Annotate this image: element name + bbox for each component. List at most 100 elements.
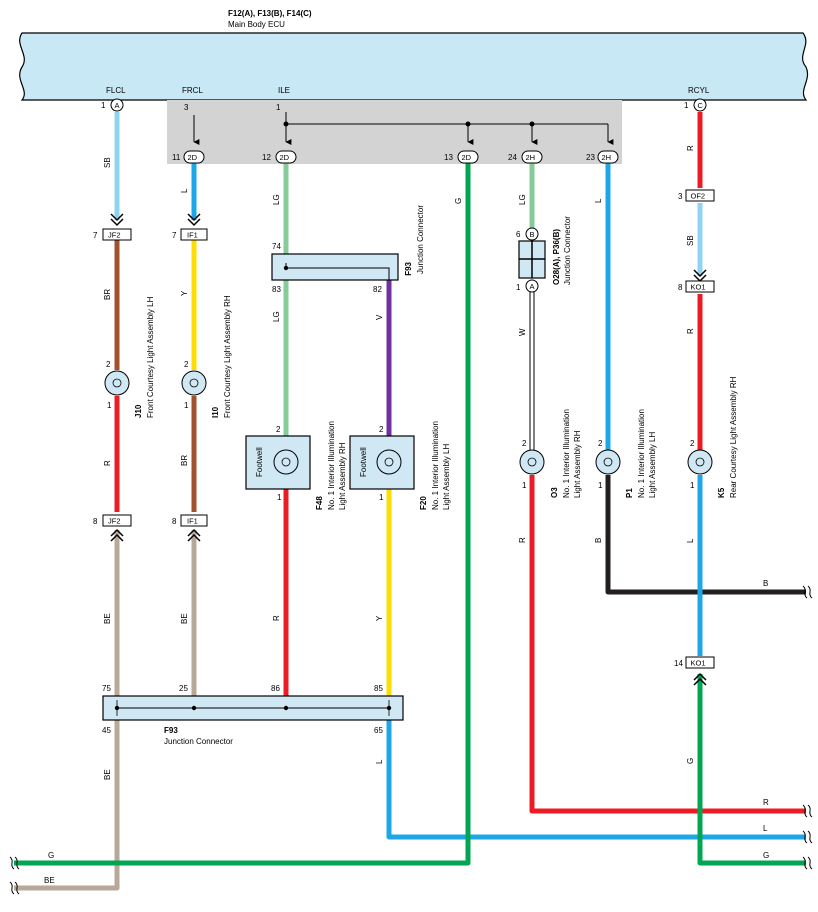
gray-pin-num-0: 11 — [172, 153, 181, 162]
lbl-y-2: Y — [375, 615, 384, 621]
junction-top-link — [285, 263, 390, 280]
jmid-conn-top: B — [530, 230, 535, 239]
junction-top-pin-left: 74 — [272, 242, 281, 251]
lamp-f48-pin-top: 2 — [276, 425, 281, 434]
lamp-f20-line1: No. 1 Interior Illumination — [431, 421, 440, 510]
gray-pin-num-3: 24 — [508, 153, 517, 162]
lamp-j10-pin-top: 2 — [106, 360, 111, 369]
conn-box-of2 — [685, 189, 715, 202]
lbl-y-1: Y — [180, 290, 189, 296]
gray-pill-2 — [457, 150, 479, 164]
conn-box-jf2-bottom — [102, 514, 132, 527]
lbl-sb-1: SB — [103, 157, 112, 168]
edge-labels: B R L G G BE — [44, 579, 769, 885]
lamp-f20-box-label: Footwell — [359, 447, 368, 477]
jmid-codes: O28(A), P36(B) — [552, 229, 561, 285]
lbl-r-4: R — [686, 145, 695, 151]
lbl-r-3: R — [518, 537, 527, 543]
lamp-k5-code: K5 — [717, 487, 726, 498]
lamp-p1-line1: No. 1 Interior Illumination — [637, 409, 646, 498]
lbl-be-3: BE — [180, 613, 189, 624]
lamp-f48-pin-bottom: 1 — [277, 493, 282, 502]
wire-r-o3 — [529, 475, 806, 814]
lbl-l-3: L — [594, 198, 603, 203]
junction-connector-mid: 6 B 1 A O28(A), P36(B) Junction Connecto… — [516, 216, 572, 293]
lamp-p1-code: P1 — [625, 488, 634, 498]
edge-g-left: G — [48, 851, 54, 860]
lamp-o3-code: O3 — [550, 487, 559, 498]
conn-code-if1-top: IF1 — [187, 231, 198, 240]
pin-name-ile: ILE — [278, 86, 290, 95]
ecu-splice-area — [167, 100, 622, 164]
gray-pin-num-1: 12 — [262, 153, 271, 162]
pin-num-rcyl: 1 — [684, 101, 689, 110]
edge-r-right: R — [763, 798, 769, 807]
lamp-f48-code: F48 — [315, 496, 324, 510]
lamp-f48-line1: No. 1 Interior Illumination — [327, 421, 336, 510]
junction-top-pin-br: 82 — [373, 285, 382, 294]
lbl-l-1: L — [180, 188, 189, 193]
lamp-o3-pin-top: 2 — [522, 439, 527, 448]
conn-box-if1-bottom — [180, 514, 208, 527]
lamp-j10-code: J10 — [134, 404, 143, 418]
conn-code-jf2-bottom: JF2 — [108, 517, 121, 526]
conn-a-letter: A — [115, 101, 120, 110]
conn-code-ko1-top: KO1 — [691, 283, 706, 292]
lbl-br-1: BR — [103, 289, 112, 300]
conn-box-jf2-top — [102, 228, 132, 241]
lbl-l-2: L — [375, 759, 384, 764]
pin-name-flcl: FLCL — [106, 86, 126, 95]
gray-pin-num-4: 23 — [586, 153, 595, 162]
gray-pill-label-4: 2H — [602, 153, 612, 162]
junction-connector-bottom: 75 25 86 85 45 65 F93 Junction Connector — [102, 684, 404, 746]
lamp-i10-icon — [181, 370, 207, 396]
jbot-pin-25: 25 — [179, 684, 188, 693]
lamp-j10-pin-bottom: 1 — [107, 401, 112, 410]
conn-c-letter: C — [698, 101, 704, 110]
ecu-codes: F12(A), F13(B), F14(C) — [228, 9, 312, 18]
junction-top-dot — [283, 265, 289, 271]
conn-pin-of2: 3 — [678, 192, 683, 201]
wire-b-p1 — [605, 475, 806, 595]
lamp-k5-pin-top: 2 — [690, 439, 695, 448]
conn-code-ko1-bottom: KO1 — [691, 659, 706, 668]
lamp-o3-pin-bottom: 1 — [522, 481, 527, 490]
ecu-pin-labels: FLCL FRCL ILE RCYL 1 A 3 1 1 C — [101, 86, 710, 112]
pin-num-ile: 1 — [276, 103, 281, 112]
jbot-pin-86: 86 — [271, 684, 280, 693]
edge-l-right: L — [763, 824, 768, 833]
conn-code-if1-bottom: IF1 — [187, 517, 198, 526]
wires — [14, 112, 806, 891]
lbl-r-5: R — [686, 328, 695, 334]
jmid-conn-top-circle — [525, 227, 539, 241]
jbot-pin-65: 65 — [374, 726, 383, 735]
gray-pill-3 — [521, 150, 543, 164]
gray-pill-0 — [183, 150, 205, 164]
wire-be-bottom — [14, 720, 120, 891]
wire-l-bottom — [386, 720, 806, 840]
jbot-pin-75: 75 — [102, 684, 111, 693]
lbl-b-1: B — [594, 538, 603, 543]
junction-connector-top: 74 83 82 F93 Junction Connector — [271, 205, 425, 294]
ile-bus — [193, 112, 614, 145]
lamp-k5-pin-bottom: 1 — [690, 481, 695, 490]
lbl-be-2: BE — [103, 769, 112, 780]
lbl-br-2: BR — [180, 455, 189, 466]
edge-g-right: G — [763, 851, 769, 860]
lamp-i10-code: I10 — [211, 406, 220, 418]
lamp-k5-icon — [687, 449, 713, 475]
pin-num-frcl: 3 — [184, 103, 189, 112]
jmid-conn-bottom: A — [530, 282, 535, 291]
jmid-pin-bottom: 1 — [516, 283, 521, 292]
break-marks — [9, 585, 813, 895]
gray-pill-label-0: 2D — [188, 153, 198, 162]
lbl-g-1: G — [454, 198, 463, 204]
pin-name-rcyl: RCYL — [688, 86, 710, 95]
lamp-f20-code: F20 — [419, 496, 428, 510]
lamp-o3-line1: No. 1 Interior Illumination — [562, 409, 571, 498]
wire-g-main — [14, 163, 471, 866]
lamp-i10-pin-bottom: 1 — [184, 401, 189, 410]
lbl-r-2: R — [272, 615, 281, 621]
lamp-p1-icon — [595, 449, 621, 475]
pin-name-frcl: FRCL — [182, 86, 203, 95]
